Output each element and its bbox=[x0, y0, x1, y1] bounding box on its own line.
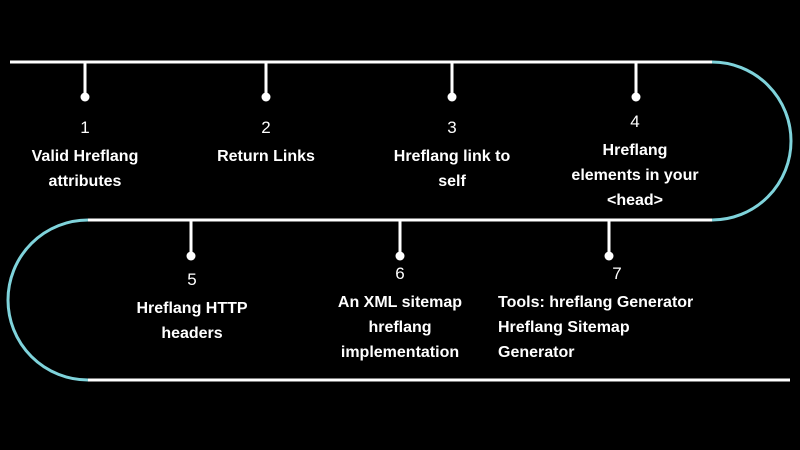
step-label: Hreflang link to self bbox=[393, 148, 511, 190]
step-label: An XML sitemap hreflang implementation bbox=[337, 294, 463, 361]
track-curve-left bbox=[6, 218, 89, 382]
step-number: 1 bbox=[80, 118, 90, 137]
step-5: 5 Hreflang HTTP headers bbox=[112, 270, 272, 346]
connector-dot-4 bbox=[631, 92, 641, 102]
step-number: 5 bbox=[187, 270, 197, 289]
step-2: 2 Return Links bbox=[186, 118, 346, 169]
step-6: 6 An XML sitemap hreflang implementation bbox=[320, 264, 480, 365]
step-number: 6 bbox=[395, 264, 405, 283]
connector-dot-5 bbox=[186, 251, 196, 261]
connector-dot-3 bbox=[447, 92, 457, 102]
connector-dot-7 bbox=[604, 251, 614, 261]
step-1: 1 Valid Hreflang attributes bbox=[5, 118, 165, 194]
step-number: 4 bbox=[630, 112, 640, 131]
step-number: 3 bbox=[447, 118, 457, 137]
connector-dot-6 bbox=[395, 251, 405, 261]
step-label: Return Links bbox=[217, 148, 315, 165]
step-4: 4 Hreflang elements in your <head> bbox=[560, 112, 710, 213]
step-number: 7 bbox=[612, 264, 622, 283]
step-label: Hreflang HTTP headers bbox=[136, 300, 248, 342]
step-number: 2 bbox=[261, 118, 271, 137]
step-label: Valid Hreflang attributes bbox=[31, 148, 139, 190]
track-curve-right bbox=[711, 60, 793, 222]
step-label: Hreflang elements in your <head> bbox=[571, 142, 699, 209]
step-3: 3 Hreflang link to self bbox=[372, 118, 532, 194]
step-label: Tools: hreflang Generator Hreflang Sitem… bbox=[498, 294, 694, 361]
step-7: 7 Tools: hreflang Generator Hreflang Sit… bbox=[492, 264, 742, 365]
connector-dot-1 bbox=[80, 92, 90, 102]
connector-dot-2 bbox=[261, 92, 271, 102]
